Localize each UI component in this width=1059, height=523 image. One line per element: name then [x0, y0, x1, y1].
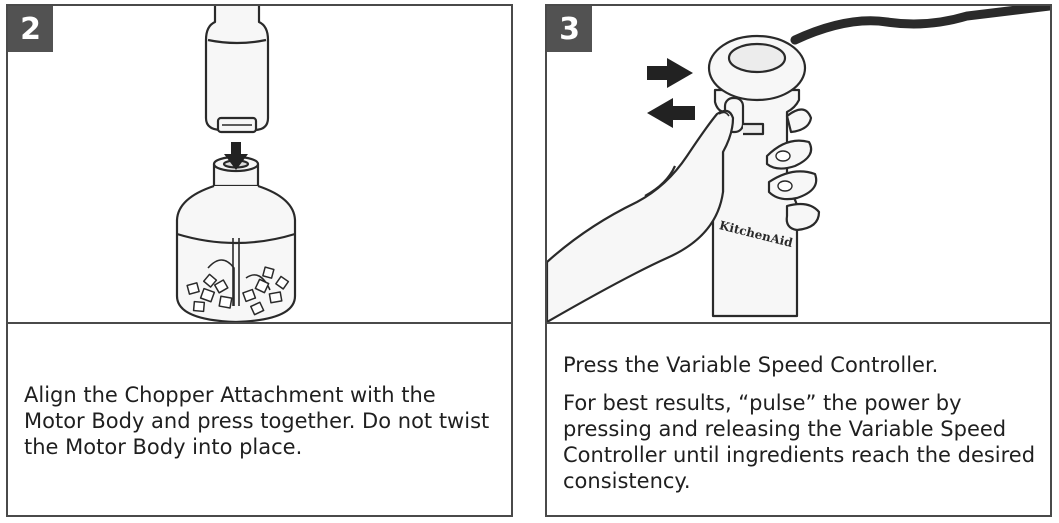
step-3-text-area: Press the Variable Speed Controller. For… — [547, 324, 1050, 515]
step-3-instruction: Press the Variable Speed Controller. — [563, 353, 939, 377]
panel-divider — [8, 322, 511, 324]
left-arrow-icon — [647, 98, 695, 128]
step-number-badge: 3 — [547, 6, 592, 52]
step-3-panel: KitchenAid 3 Press the Variable Speed Co… — [545, 4, 1052, 517]
right-arrow-icon — [647, 58, 693, 88]
step-3-illustration: KitchenAid — [547, 6, 1050, 322]
step-2-instruction: Align the Chopper Attachment with the Mo… — [24, 383, 490, 459]
step-number-badge: 2 — [8, 6, 53, 52]
pressing-hand-drawing — [547, 109, 735, 322]
motor-body-drawing — [204, 6, 270, 134]
panel-divider — [547, 322, 1050, 324]
step-3-tip: For best results, “pulse” the power by p… — [563, 391, 1036, 493]
step-2-panel: 2 Align the Chopper Attachment with the … — [6, 4, 513, 517]
down-arrow-icon — [224, 142, 248, 170]
food-cubes-drawing — [186, 266, 290, 316]
step-2-text-area: Align the Chopper Attachment with the Mo… — [8, 324, 511, 515]
step-2-illustration — [8, 6, 511, 322]
gripping-fingers-drawing — [765, 108, 821, 232]
power-cord-drawing — [790, 6, 1050, 45]
